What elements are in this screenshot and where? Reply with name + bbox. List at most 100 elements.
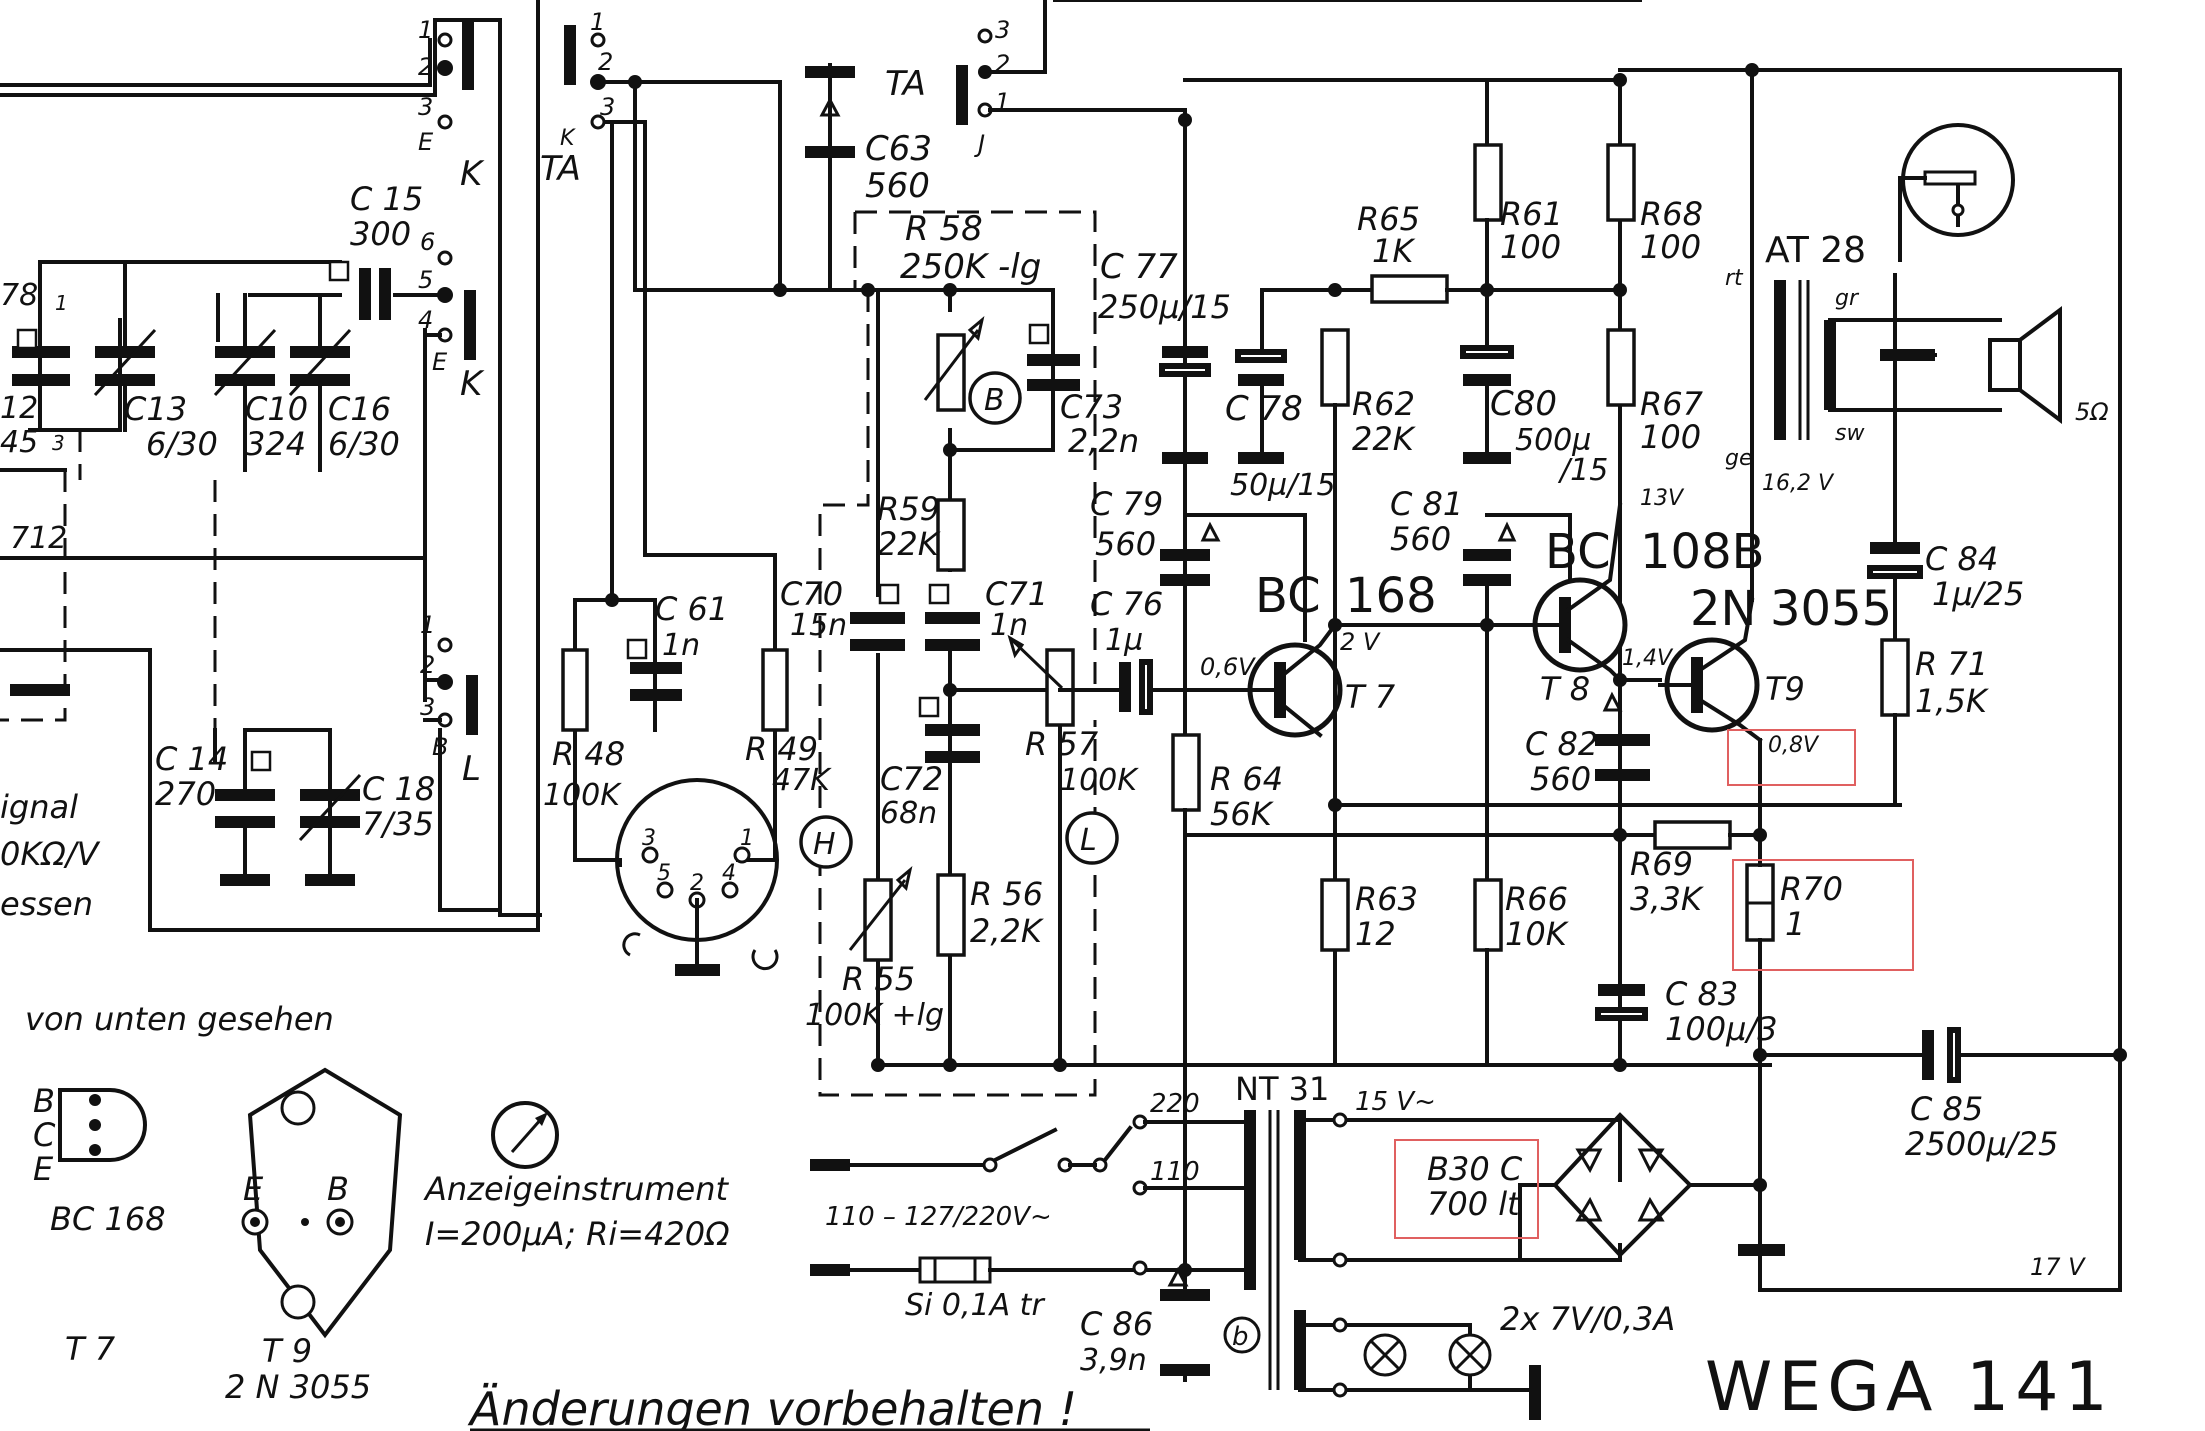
switch-k-upper-pin2: 2	[418, 53, 433, 81]
fuse	[918, 1256, 992, 1284]
footer-note: Änderungen vorbehalten !	[467, 1382, 1077, 1431]
value-c79: 560	[1095, 525, 1156, 563]
label-meter-title: Anzeigeinstrument	[423, 1170, 730, 1208]
label-r71: R 71	[1915, 645, 1988, 683]
label-c72: C72	[880, 760, 943, 798]
label-c18: C 18	[362, 770, 435, 808]
resistor-r66	[1473, 878, 1503, 952]
voltage-0-8v: 0,8V	[1768, 733, 1820, 758]
value-r68: 100	[1640, 228, 1701, 266]
label-fuse: Si 0,1A tr	[905, 1288, 1045, 1323]
pin-t9-e: E	[243, 1170, 264, 1208]
resistor-r62	[1320, 328, 1350, 407]
label-c73: C73	[1060, 388, 1123, 426]
switch-l-pin1: 1	[420, 611, 435, 639]
marker-b-small-label: b	[1232, 1322, 1249, 1352]
switch-ta-input-ta: TA	[540, 149, 581, 189]
ta-pin1: 1	[995, 88, 1010, 116]
din-pin2: 2	[690, 871, 704, 896]
label-von-unten-gesehen: von unten gesehen	[25, 1000, 334, 1038]
label-c14: C 14	[155, 740, 228, 778]
switch-k-lower-e: E	[432, 348, 448, 376]
input-wiring: C 61 1n R 48 100K R 49 47K 3 5 2 4 1	[543, 75, 875, 976]
value-c78b: 50µ/15	[1230, 468, 1336, 503]
switch-ta-input-pin1: 1	[590, 8, 605, 36]
value-c85: 2500µ/25	[1905, 1125, 2058, 1163]
resistor-r65	[1370, 274, 1449, 304]
label-110: 110	[1150, 1157, 1200, 1187]
value-b30c: 700 lt	[1427, 1185, 1521, 1223]
label-nt31: NT 31	[1235, 1070, 1329, 1108]
amplifier-stage: C 77 250µ/15 R65 1K C 78 50µ/15 R61 100 …	[1090, 63, 2127, 1202]
switch-l-pin2: 2	[420, 651, 435, 679]
label-ta: TA	[885, 64, 926, 104]
label-2n3055-pinout: 2 N 3055	[225, 1368, 371, 1406]
label-c84: C 84	[1925, 540, 1998, 578]
label-c15: C 15	[350, 180, 423, 218]
label-r49: R 49	[745, 730, 818, 768]
label-r69: R69	[1630, 845, 1693, 883]
value-r62: 22K	[1352, 420, 1417, 458]
label-c85: C 85	[1910, 1090, 1983, 1128]
value-c72: 68n	[880, 796, 937, 831]
switch-ta-input-pin2: 2	[598, 48, 613, 76]
tuner-section: 78 1 12 45 3 712 C13 6/30 C10 324 C16 6/…	[0, 0, 542, 932]
resistor-r63	[1320, 878, 1350, 952]
label-r56: R 56	[970, 875, 1043, 913]
label-lamps: 2x 7V/0,3A	[1500, 1300, 1675, 1338]
value-r70: 1	[1785, 905, 1805, 943]
resistor-r71	[1880, 638, 1910, 717]
value-c14: 270	[155, 775, 216, 813]
value-c10: 324	[245, 425, 306, 463]
label-t7-pinout: T 7	[65, 1330, 116, 1368]
power-supply: 220 110 110 – 127/220V~ Si 0,1A tr b C 8…	[810, 1053, 2122, 1420]
label-t8: T 8	[1540, 670, 1590, 708]
value-c13: 6/30	[146, 425, 218, 463]
value-c61: 1n	[662, 628, 700, 663]
switch-k-upper-pin3: 3	[418, 93, 433, 121]
label-c81: C 81	[1390, 485, 1463, 523]
value-r66: 10K	[1505, 915, 1570, 953]
label-ge: ge	[1725, 446, 1753, 471]
switch-ta-input-k: K	[560, 126, 576, 151]
din-pin4: 4	[722, 861, 736, 886]
value-c76: 1µ	[1105, 623, 1143, 658]
switch-k-upper-pin1: 1	[418, 16, 433, 44]
label-rt: rt	[1725, 266, 1744, 291]
output-stage: rt ge gr sw AT 28 16,2 V 5Ω	[1725, 123, 2109, 496]
marker-h	[799, 815, 853, 869]
label-15v: 15 V~	[1355, 1087, 1436, 1117]
switch-l-l: L	[462, 749, 481, 789]
label-r59: R59	[877, 490, 940, 528]
resistor-r56	[936, 873, 966, 957]
din-pin1: 1	[740, 826, 754, 851]
pin-e: E	[33, 1150, 54, 1188]
label-r70: R70	[1780, 870, 1843, 908]
label-c13: C13	[124, 390, 187, 428]
pin-c: C	[33, 1116, 56, 1154]
label-r61: R61	[1500, 195, 1563, 233]
tone-control: B R 58 250K -lg C73 2,2n R59 22K C70 15n…	[780, 209, 1772, 1097]
switch-ta-input-pin3: 3	[600, 93, 615, 121]
marker-h-label: H	[813, 827, 836, 862]
marker-b-small	[1223, 1316, 1261, 1354]
value-c16: 6/30	[328, 425, 400, 463]
marker-l-label: L	[1080, 823, 1097, 858]
label-gr: gr	[1835, 286, 1860, 311]
label-c76: C 76	[1090, 585, 1163, 623]
resistor-r61	[1473, 143, 1503, 222]
value-r65: 1K	[1372, 232, 1416, 270]
switch-l: 1 2 3 B L	[420, 611, 481, 789]
switch-l-pin3: 3	[420, 693, 435, 721]
switch-ta-input: 1 2 3 K TA	[540, 8, 615, 189]
label-c71: C71	[985, 575, 1048, 613]
label-bc168-pinout: BC 168	[50, 1200, 166, 1238]
label-c78: 78	[0, 278, 38, 313]
resistor-r64	[1171, 733, 1201, 812]
label-r66: R66	[1505, 880, 1568, 918]
model-name: WEGA 141	[1705, 1348, 2114, 1427]
label-3055: 3055	[1770, 581, 1892, 637]
pin-t9-b: B	[327, 1170, 349, 1208]
label-bc108: BC	[1545, 524, 1611, 580]
label-at28: AT 28	[1765, 230, 1866, 271]
